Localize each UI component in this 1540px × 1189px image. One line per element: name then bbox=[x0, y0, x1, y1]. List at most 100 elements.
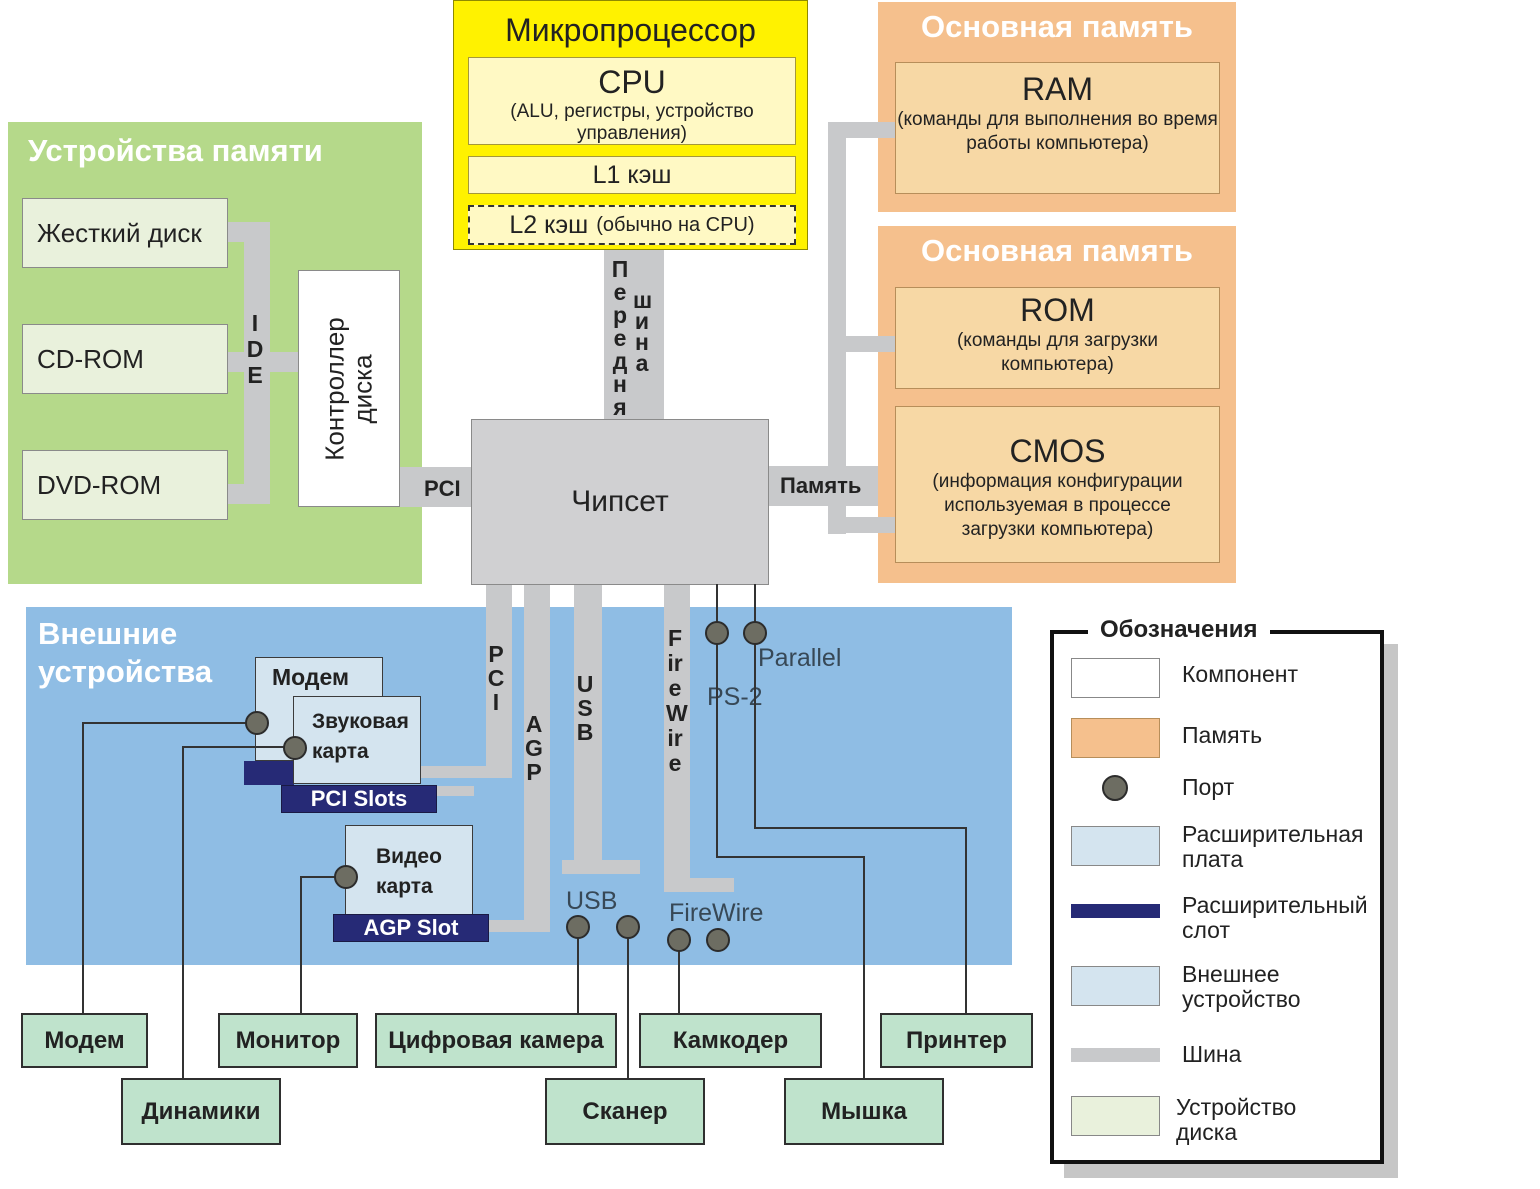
firewire-port-1 bbox=[667, 928, 691, 952]
cpu-subtitle: (ALU, регистры, устройство управления) bbox=[510, 101, 754, 144]
wire-speakers-v bbox=[182, 746, 184, 1078]
disk-controller-box: Контроллер диска bbox=[298, 270, 400, 507]
wire-mouse bbox=[863, 856, 865, 1078]
wire-camcorder bbox=[678, 950, 680, 1014]
wire-parallel-up bbox=[754, 584, 756, 634]
legend-label-memory: Память bbox=[1182, 722, 1263, 748]
wire-ps2 bbox=[716, 634, 718, 858]
device-monitor: Монитор bbox=[218, 1013, 358, 1068]
agp-bus-slot bbox=[486, 920, 550, 932]
hdd-box: Жесткий диск bbox=[22, 198, 228, 268]
l1-cache: L1 кэш bbox=[468, 156, 796, 194]
pci-bus-label: PCI bbox=[487, 641, 505, 715]
legend-label-component: Компонент bbox=[1182, 661, 1298, 687]
cmos-title: CMOS bbox=[1009, 433, 1106, 469]
pci-slots: PCI Slots bbox=[281, 785, 437, 813]
legend-label-external-device: Внешнее устройство bbox=[1182, 961, 1301, 1012]
device-modem: Модем bbox=[21, 1013, 148, 1068]
main-memory-top-title: Основная память bbox=[921, 9, 1193, 44]
wire-printer bbox=[965, 827, 967, 1013]
firewire-bus bbox=[664, 584, 690, 884]
usb-port-label: USB bbox=[566, 887, 618, 915]
ps2-port bbox=[705, 621, 729, 645]
external-region bbox=[26, 607, 1012, 965]
l2-cache-note: (обычно на CPU) bbox=[596, 213, 755, 236]
video-card-label: Видео карта bbox=[376, 845, 442, 898]
legend-swatch-disk-device bbox=[1071, 1096, 1160, 1136]
ide-bus-hdd bbox=[228, 222, 258, 242]
wire-ps2-up bbox=[716, 584, 718, 634]
memory-bus-ram bbox=[828, 122, 898, 138]
parallel-port bbox=[743, 621, 767, 645]
device-mouse: Мышка bbox=[784, 1078, 944, 1145]
firewire-port-label: FireWire bbox=[669, 899, 764, 927]
external-title: Внешние устройства bbox=[38, 616, 213, 689]
usb-port-1 bbox=[566, 915, 590, 939]
wire-parallel bbox=[754, 634, 756, 828]
modem-card-slot-stub bbox=[244, 761, 294, 785]
device-printer: Принтер bbox=[880, 1013, 1033, 1068]
cpu-title: CPU bbox=[598, 64, 666, 100]
agp-bus-label: AGP bbox=[525, 711, 543, 785]
l2-cache-label: L2 кэш bbox=[509, 210, 589, 239]
wire-monitor-v bbox=[300, 876, 302, 1014]
ram-subtitle: (команды для выполнения во время работы … bbox=[897, 109, 1218, 154]
usb-bus-label: USB bbox=[576, 671, 594, 745]
modem-card-label: Модем bbox=[272, 664, 350, 690]
cmos-subtitle: (информация конфигурации используемая в … bbox=[932, 471, 1183, 540]
rom-box: ROM (команды для загрузки компьютера) bbox=[895, 287, 1220, 389]
usb-port-2 bbox=[616, 915, 640, 939]
sound-card: Звуковая карта bbox=[293, 696, 421, 784]
pci-bus-storage bbox=[400, 467, 472, 507]
legend-label-disk-device: Устройство диска bbox=[1176, 1094, 1297, 1145]
rom-subtitle: (команды для загрузки компьютера) bbox=[956, 330, 1158, 375]
video-card: Видео карта bbox=[345, 825, 473, 917]
memory-bus-cmos bbox=[828, 517, 898, 533]
ram-title: RAM bbox=[1021, 71, 1094, 107]
l2-cache: L2 кэш (обычно на CPU) bbox=[468, 205, 796, 245]
pci-bus-slot bbox=[420, 766, 512, 778]
video-port bbox=[334, 865, 358, 889]
ram-box: RAM (команды для выполнения во время раб… bbox=[895, 62, 1220, 194]
agp-slot: AGP Slot bbox=[333, 914, 489, 942]
legend-swatch-component bbox=[1071, 658, 1160, 698]
main-memory-bottom-title: Основная память bbox=[921, 233, 1193, 268]
ide-bus-cd bbox=[228, 352, 298, 372]
microprocessor-title: Микропроцессор bbox=[505, 11, 756, 48]
legend-swatch-memory bbox=[1071, 718, 1160, 758]
front-bus bbox=[604, 248, 664, 420]
modem-port bbox=[245, 711, 269, 735]
wire-ps2-h bbox=[716, 856, 864, 858]
memory-bus-vertical bbox=[828, 122, 846, 534]
front-bus-label: Передняя bbox=[611, 256, 629, 442]
wire-monitor bbox=[300, 876, 346, 878]
legend-swatch-port bbox=[1102, 775, 1128, 801]
pci-bus-external bbox=[486, 584, 512, 776]
legend-swatch-bus bbox=[1071, 1048, 1160, 1062]
device-scanner: Сканер bbox=[545, 1078, 705, 1145]
memory-bus bbox=[768, 466, 878, 506]
cpu-box: CPU (ALU, регистры, устройство управлени… bbox=[468, 57, 796, 145]
firewire-bus-base bbox=[664, 878, 734, 892]
device-speakers: Динамики bbox=[121, 1078, 281, 1145]
usb-bus bbox=[574, 584, 602, 866]
legend-swatch-expansion-card bbox=[1071, 826, 1160, 866]
wire-parallel-h bbox=[754, 827, 966, 829]
pci-storage-label: PCI bbox=[424, 476, 461, 501]
agp-bus bbox=[524, 584, 550, 932]
front-bus-label-2: шина bbox=[633, 287, 653, 376]
cmos-box: CMOS (информация конфигурации используем… bbox=[895, 406, 1220, 563]
firewire-port-2 bbox=[706, 928, 730, 952]
device-camcorder: Камкодер bbox=[639, 1013, 822, 1068]
legend-swatch-expansion-slot bbox=[1071, 904, 1160, 918]
legend-label-port: Порт bbox=[1182, 774, 1235, 800]
firewire-bus-label: FireWire bbox=[666, 625, 688, 776]
legend-swatch-external-device bbox=[1071, 966, 1160, 1006]
rom-title: ROM bbox=[1020, 292, 1095, 328]
usb-bus-base bbox=[562, 860, 640, 874]
pci-bus-slot-end bbox=[434, 786, 474, 796]
wire-speakers bbox=[182, 746, 294, 748]
legend-title: Обозначения bbox=[1088, 616, 1270, 644]
legend-label-expansion-slot: Расширительный слот bbox=[1182, 892, 1368, 943]
wire-camera bbox=[577, 938, 579, 1014]
